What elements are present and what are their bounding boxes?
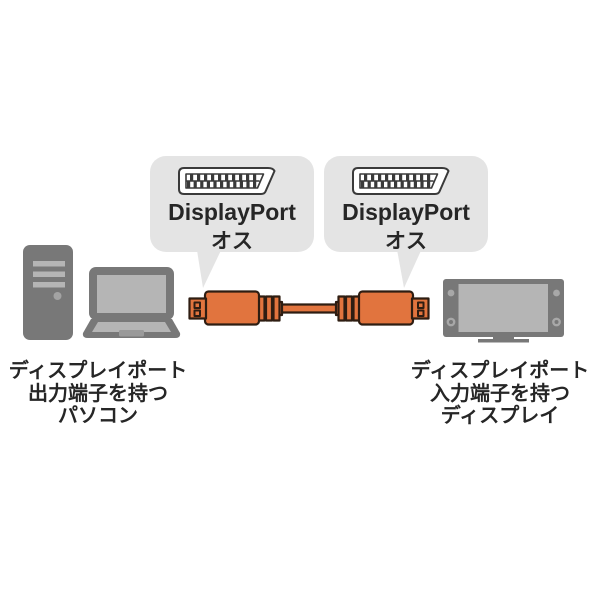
callout-right-title: DisplayPort	[342, 199, 470, 225]
monitor-stand-base	[478, 339, 529, 343]
strain-relief-left	[256, 295, 284, 322]
connector-pins	[193, 301, 201, 317]
monitor-stand	[493, 336, 514, 340]
cable-wire	[277, 303, 341, 314]
callout-tail-right	[396, 244, 424, 288]
laptop-keyboard	[92, 322, 171, 332]
tower-vents	[33, 261, 65, 288]
tower-power-button	[53, 292, 62, 300]
strain-relief-right	[334, 295, 362, 322]
caption-left-pc: ディスプレイポート 出力端子を持つ パソコン	[3, 360, 193, 428]
laptop-icon	[82, 267, 181, 338]
caption-line: 出力端子を持つ	[28, 382, 168, 405]
caption-line: 入力端子を持つ	[430, 382, 570, 405]
callout-right-subtitle: オス	[385, 230, 427, 253]
laptop-screen	[97, 275, 166, 313]
caption-line: ディスプレイ	[440, 405, 560, 427]
displayport-connector-icon	[352, 167, 450, 195]
caption-line: ディスプレイポート	[8, 360, 188, 382]
callout-left-subtitle: オス	[211, 230, 253, 253]
callout-left-title: DisplayPort	[168, 199, 296, 225]
displayport-cable	[188, 290, 430, 326]
cable-connector-right	[357, 290, 430, 326]
displayport-connector-icon	[178, 167, 276, 195]
laptop-touchpad	[119, 330, 144, 337]
callout-tail-left	[196, 244, 224, 288]
caption-right-display: ディスプレイポート 入力端子を持つ ディスプレイ	[405, 360, 595, 428]
desktop-pc-icon	[23, 245, 73, 340]
caption-line: ディスプレイポート	[410, 360, 590, 382]
caption-line: パソコン	[58, 405, 138, 427]
cable-connector-left	[188, 290, 261, 326]
connector-pins	[417, 301, 425, 317]
monitor-icon	[443, 279, 564, 343]
monitor-screen	[458, 284, 548, 332]
